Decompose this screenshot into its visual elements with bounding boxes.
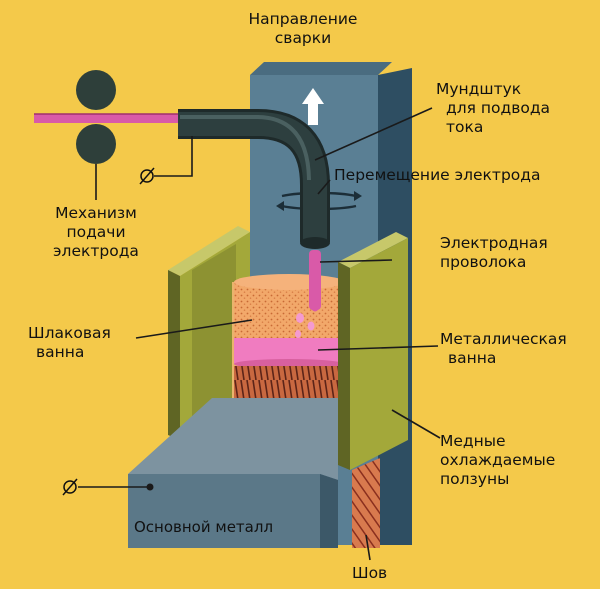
feed-mechanism-line-1: Механизм [55,204,137,222]
feed-roller-bottom [76,124,116,164]
feed-wire [34,114,184,123]
phase-symbol-icon [139,167,155,185]
label-copper-sliders: Медные охлаждаемые ползуны [440,432,555,488]
label-welding-direction: Направление сварки [249,10,358,47]
label-nozzle: Мундштук для подвода тока [436,80,550,136]
label-slag-bath: Шлаковая ванна [28,324,111,361]
arrow-up-icon [302,88,324,125]
copper-sliders-line-3: ползуны [440,470,509,488]
electrode-wire [295,250,321,338]
copper-sliders-line-1: Медные [440,432,506,450]
label-base-metal: Основной металл [134,518,273,536]
label-weld-seam: Шов [352,564,387,582]
feed-roller-top [76,70,116,110]
metal-droplet [307,321,315,331]
nozzle-line-1: Мундштук [436,80,521,98]
label-feed-mechanism: Механизм подачи электрода [53,204,139,260]
current-nozzle [178,109,330,249]
phase-symbol-icon [62,478,78,496]
label-electrode-wire: Электродная проволока [440,234,548,271]
slag-bath-line-1: Шлаковая [28,324,111,342]
label-electrode-movement: Перемещение электрода [334,166,540,184]
nozzle-line-3: тока [446,118,483,136]
metal-bath-line-2: ванна [448,349,496,367]
slag-bath-line-2: ванна [36,343,84,361]
weld-pool [232,274,344,400]
feed-mechanism-line-2: подачи [66,223,125,241]
feed-rollers [76,70,116,164]
welding-direction-line-2: сварки [275,29,331,47]
welding-direction-line-1: Направление [249,10,358,28]
weld-seam [352,458,380,548]
slag-bath [234,282,344,340]
label-metal-bath: Металлическая ванна [440,330,567,367]
copper-slider-right [338,232,408,470]
electrode-wire-line-1: Электродная [440,234,548,252]
copper-sliders-line-2: охлаждаемые [440,451,555,469]
metal-droplet [295,330,301,338]
solidified-metal [234,366,344,400]
metal-bath-line-1: Металлическая [440,330,567,348]
feed-mechanism-line-3: электрода [53,242,139,260]
base-metal [128,398,338,548]
leader-lines [95,107,441,561]
electrode-wire-line-2: проволока [440,253,526,271]
nozzle-line-2: для подвода [446,99,550,117]
nozzle-power-lead [139,136,193,185]
base-metal-power-lead [62,478,154,496]
metal-droplet [296,313,304,323]
